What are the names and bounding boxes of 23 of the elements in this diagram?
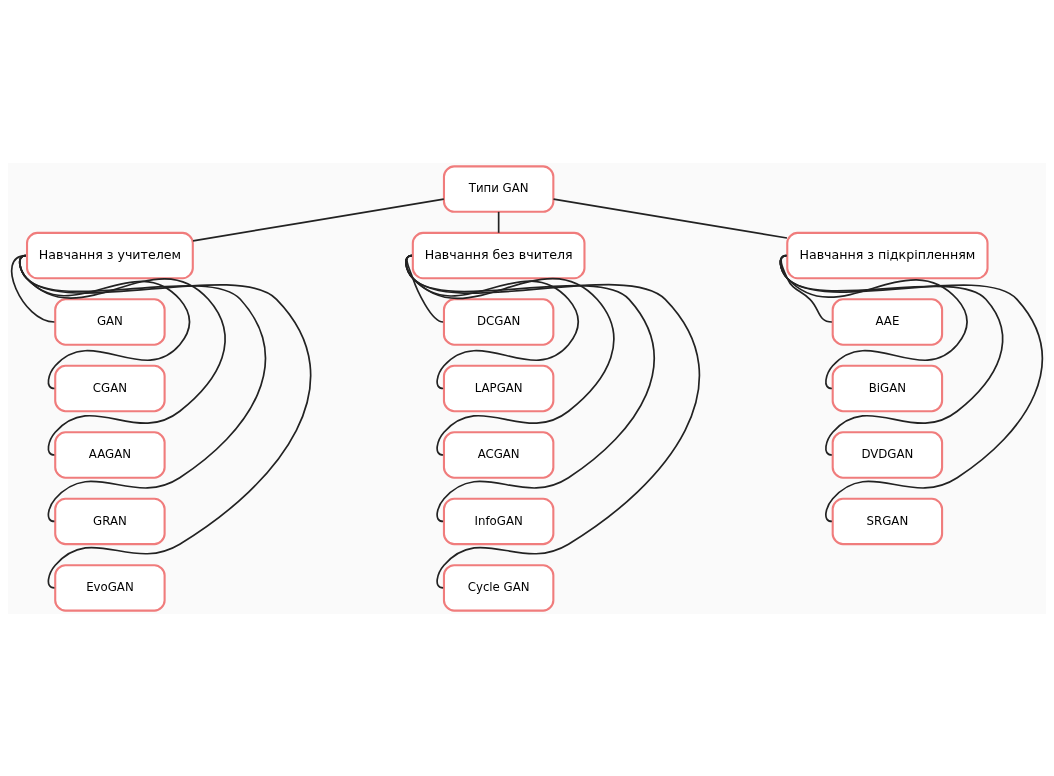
node-box: Cycle GAN (442, 563, 555, 612)
connector (552, 197, 788, 239)
node-box: GAN (54, 297, 166, 346)
connector (192, 197, 445, 242)
node-box: Навчання з учителем (26, 231, 194, 279)
node-box: AAGAN (54, 430, 166, 479)
connector (779, 254, 1043, 522)
node-box: Типи GAN (442, 164, 555, 213)
node-box: LAPGAN (442, 364, 555, 412)
node-box: DCGAN (442, 297, 555, 346)
node-box: SRGAN (831, 497, 944, 545)
connector (10, 254, 56, 323)
node-box: InfoGAN (442, 497, 555, 545)
node-box: EvoGAN (54, 563, 166, 612)
node-box: BiGAN (831, 364, 944, 412)
node-box: GRAN (54, 497, 166, 545)
node-box: Навчання без вчителя (411, 231, 586, 279)
node-box: AAE (831, 297, 944, 346)
node-box: Навчання з підкріпленням (786, 231, 989, 279)
connector (497, 210, 500, 234)
node-box: DVDGAN (831, 430, 944, 479)
node-box: CGAN (54, 364, 166, 412)
node-box: ACGAN (442, 430, 555, 479)
